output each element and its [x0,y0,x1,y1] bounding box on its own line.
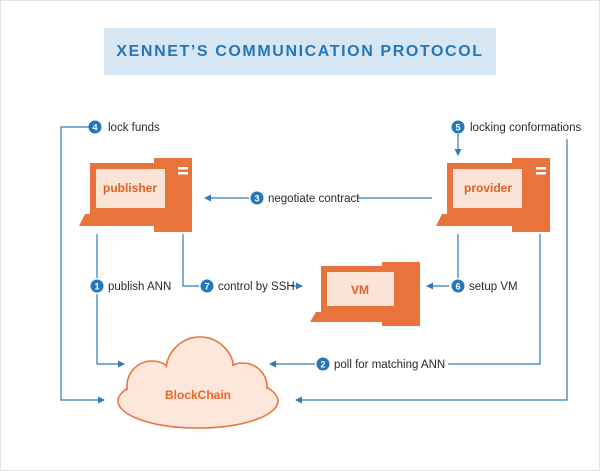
step-6-badge [451,279,465,293]
step-5-badge [451,120,465,134]
step-4-label: lock funds [108,122,160,134]
blockchain-label: BlockChain [165,388,231,402]
step-control-ssh: 7 control by SSH [199,278,295,294]
step-5-number: 5 [455,122,460,132]
step-negotiate-contract: 3 negotiate contract [249,190,360,206]
step-7-badge [200,279,214,293]
vm-label: VM [351,283,369,297]
step-4-number: 4 [92,122,97,132]
step-7-label: control by SSH [218,281,295,293]
connector-publish-ann [96,234,125,368]
provider-computer-icon: provider [436,158,550,232]
step-3-label: negotiate contract [268,193,360,205]
connector-locking-conformations [295,139,568,404]
step-7-number: 7 [204,281,209,291]
step-2-number: 2 [320,359,325,369]
diagram-title: XENNET’S COMMUNICATION PROTOCOL [116,42,484,60]
step-4-badge [88,120,102,134]
step-5-label: locking conformations [470,122,581,134]
step-locking-conformations: 5 locking conformations [451,120,581,134]
vm-computer-icon: VM [310,262,420,326]
step-publish-ann: 1 publish ANN [88,278,171,294]
step-1-badge [90,279,104,293]
connector-lock-funds [60,126,105,404]
step-1-label: publish ANN [108,281,171,293]
provider-label: provider [464,181,512,195]
publisher-label: publisher [103,181,157,195]
title-banner: XENNET’S COMMUNICATION PROTOCOL [104,28,496,75]
blockchain-cloud-icon: BlockChain [117,336,279,429]
step-3-number: 3 [254,193,259,203]
step-2-badge [316,357,330,371]
step-6-number: 6 [455,281,460,291]
step-3-badge [250,191,264,205]
step-lock-funds: 4 lock funds [88,120,160,134]
step-setup-vm: 6 setup VM [449,278,519,294]
step-poll-matching-ann: 2 poll for matching ANN [315,356,448,372]
step-2-label: poll for matching ANN [334,359,445,371]
publisher-computer-icon: publisher [79,158,192,232]
step-6-label: setup VM [469,281,518,293]
step-1-number: 1 [94,281,99,291]
